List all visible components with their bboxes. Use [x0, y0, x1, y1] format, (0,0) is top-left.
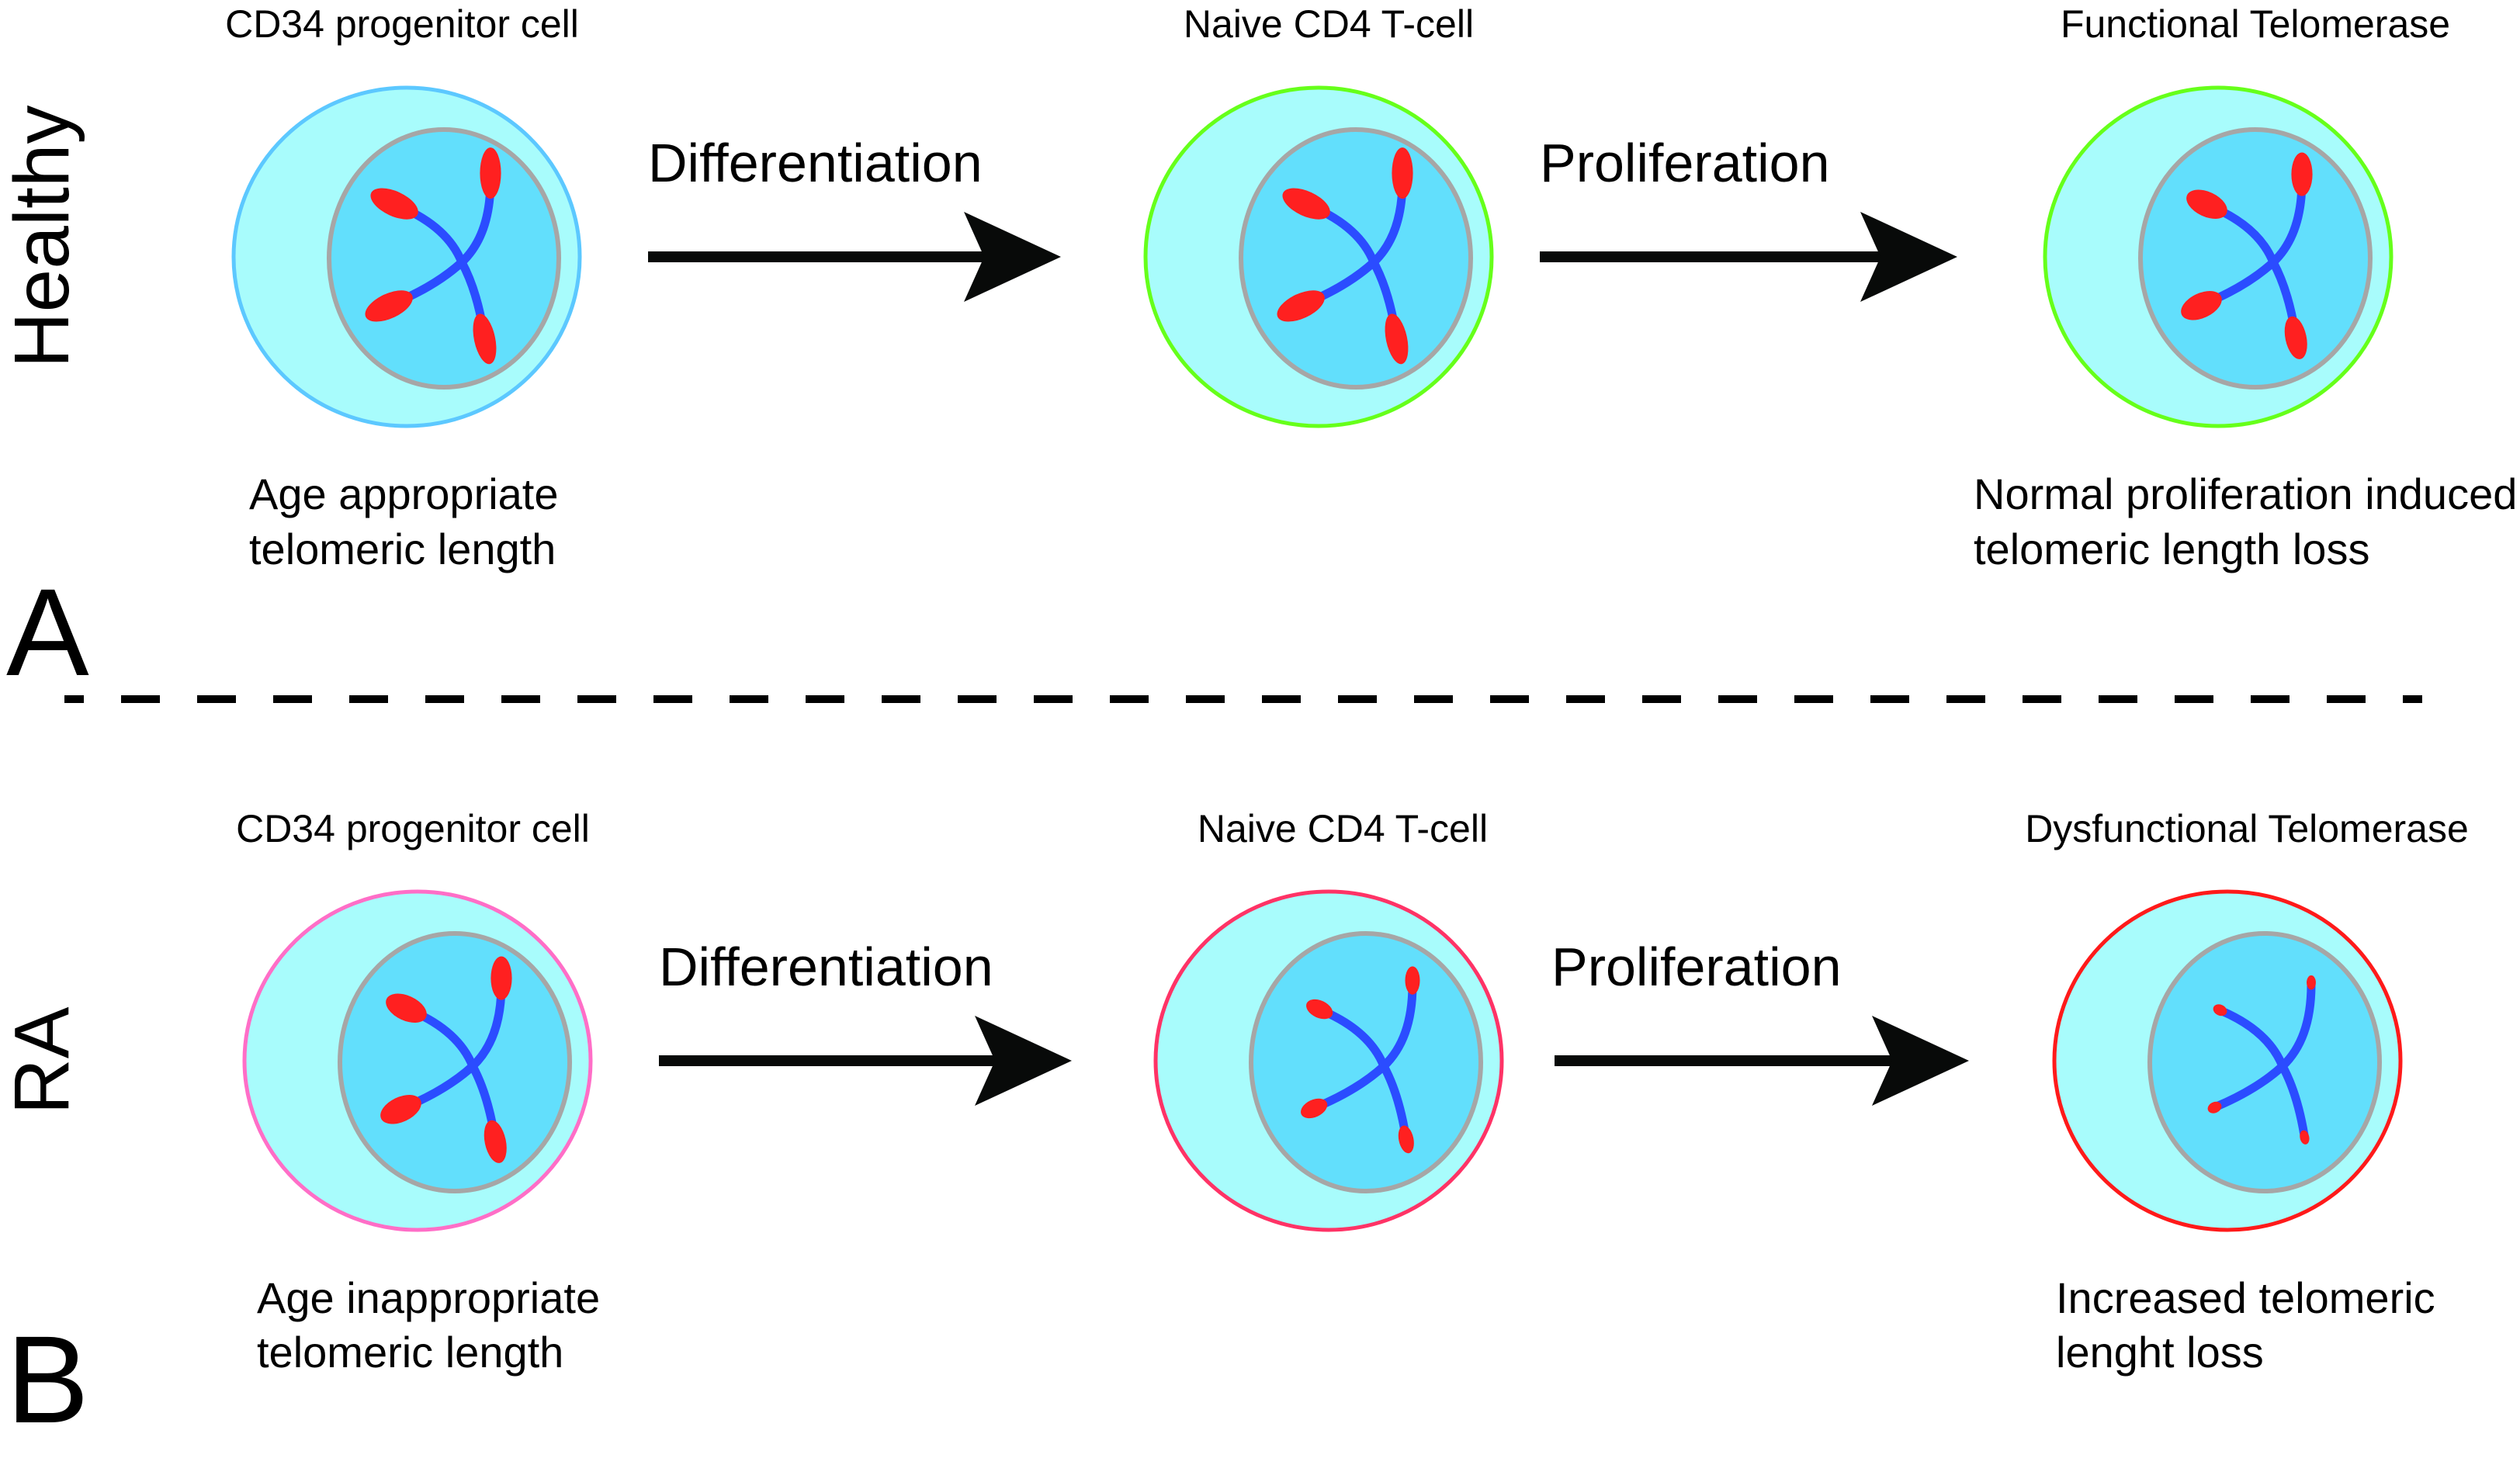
arrow	[648, 212, 1061, 302]
chromosome-strand	[1313, 980, 1417, 1111]
chromosome-strand	[402, 980, 506, 1111]
cell	[1143, 85, 1494, 428]
cells-row-healthy	[231, 85, 2393, 428]
chromosome	[380, 956, 512, 1163]
cell	[2052, 889, 2403, 1232]
cell-title: CD34 progenitor cell	[225, 2, 579, 46]
telomere	[2181, 291, 2222, 320]
telomere	[2291, 152, 2313, 196]
telomere	[1405, 966, 1420, 995]
cell-title: Naive CD4 T-cell	[1184, 2, 1474, 46]
arrow-label-differentiation: Differentiation	[648, 133, 983, 193]
telomere	[386, 993, 427, 1023]
telomere	[2207, 1101, 2222, 1113]
arrows-row-healthy	[648, 212, 1957, 302]
arrows-row-ra	[659, 1016, 1969, 1106]
panel-letter-a: A	[6, 563, 89, 701]
telomere	[1385, 313, 1409, 365]
telomere	[1301, 1098, 1328, 1119]
panel-letter-b: B	[6, 1310, 89, 1449]
row-label-ra: RA	[0, 1006, 85, 1114]
arrow	[1540, 212, 1957, 302]
cell-note-line: lenght loss	[2056, 1328, 2264, 1377]
cell-title: Naive CD4 T-cell	[1198, 807, 1488, 850]
telomere	[1306, 999, 1333, 1020]
arrowhead-icon	[1860, 212, 1957, 302]
cell-note-line: telomeric length loss	[1974, 525, 2369, 573]
arrow	[1555, 1016, 1969, 1106]
cell	[2043, 85, 2393, 428]
cell	[1153, 889, 1504, 1232]
chromosome-strand	[1303, 176, 1407, 307]
chromosome	[2181, 152, 2313, 359]
nucleus	[1239, 127, 1473, 390]
telomere	[2300, 1130, 2310, 1145]
telomere	[2284, 316, 2307, 359]
telomere	[473, 313, 497, 365]
arrowhead-icon	[964, 212, 1061, 302]
telomere	[2186, 189, 2227, 219]
chromosome-strand	[391, 176, 495, 307]
cell-title: Functional Telomerase	[2061, 2, 2450, 46]
telomere	[484, 1120, 507, 1163]
row-label-healthy: Healthy	[0, 105, 85, 368]
arrow-label-proliferation: Proliferation	[1540, 133, 1830, 193]
nucleus	[2138, 127, 2373, 390]
cell	[231, 85, 582, 428]
telomere	[370, 188, 418, 220]
cell-title: Dysfunctional Telomerase	[2025, 807, 2469, 850]
cell-note-line: Age inappropriate	[257, 1273, 600, 1322]
cell	[242, 889, 593, 1232]
panel-a: Healthy A CD34 progenitor cell Naive CD4…	[0, 2, 2517, 701]
cell-note-line: Increased telomeric	[2056, 1273, 2435, 1322]
nucleus	[338, 931, 572, 1193]
arrow	[659, 1016, 1072, 1106]
nucleus	[2147, 931, 2382, 1193]
telomere	[380, 1095, 421, 1124]
cell-note-line: Normal proliferation induced	[1974, 469, 2517, 518]
telomere	[1392, 147, 1413, 199]
arrowhead-icon	[1872, 1016, 1969, 1106]
chromosome	[2207, 975, 2316, 1145]
telomere	[1398, 1125, 1414, 1154]
chromosome-strand	[2203, 176, 2307, 307]
nucleus	[327, 127, 561, 390]
chromosome	[1277, 147, 1413, 365]
telomere	[365, 290, 413, 322]
telomere	[480, 147, 501, 199]
telomere	[490, 956, 512, 1000]
cell-title: CD34 progenitor cell	[236, 807, 590, 850]
arrow-label-proliferation: Proliferation	[1551, 937, 1842, 997]
chromosome	[1301, 966, 1420, 1154]
arrow-label-differentiation: Differentiation	[659, 937, 993, 997]
chromosome-strand	[2212, 980, 2316, 1111]
telomere	[2213, 1004, 2227, 1016]
cell-note-line: telomeric length	[257, 1328, 563, 1377]
nucleus	[1249, 931, 1483, 1193]
cell-note-line: telomeric length	[249, 525, 556, 573]
cells-row-ra	[242, 889, 2403, 1232]
telomere	[1277, 290, 1325, 322]
telomere	[1282, 188, 1330, 220]
cell-note-line: Age appropriate	[249, 469, 559, 518]
arrowhead-icon	[975, 1016, 1072, 1106]
panel-b: RA B CD34 progenitor cell Naive CD4 T-ce…	[0, 807, 2469, 1449]
telomere	[2307, 975, 2316, 990]
chromosome	[365, 147, 501, 365]
